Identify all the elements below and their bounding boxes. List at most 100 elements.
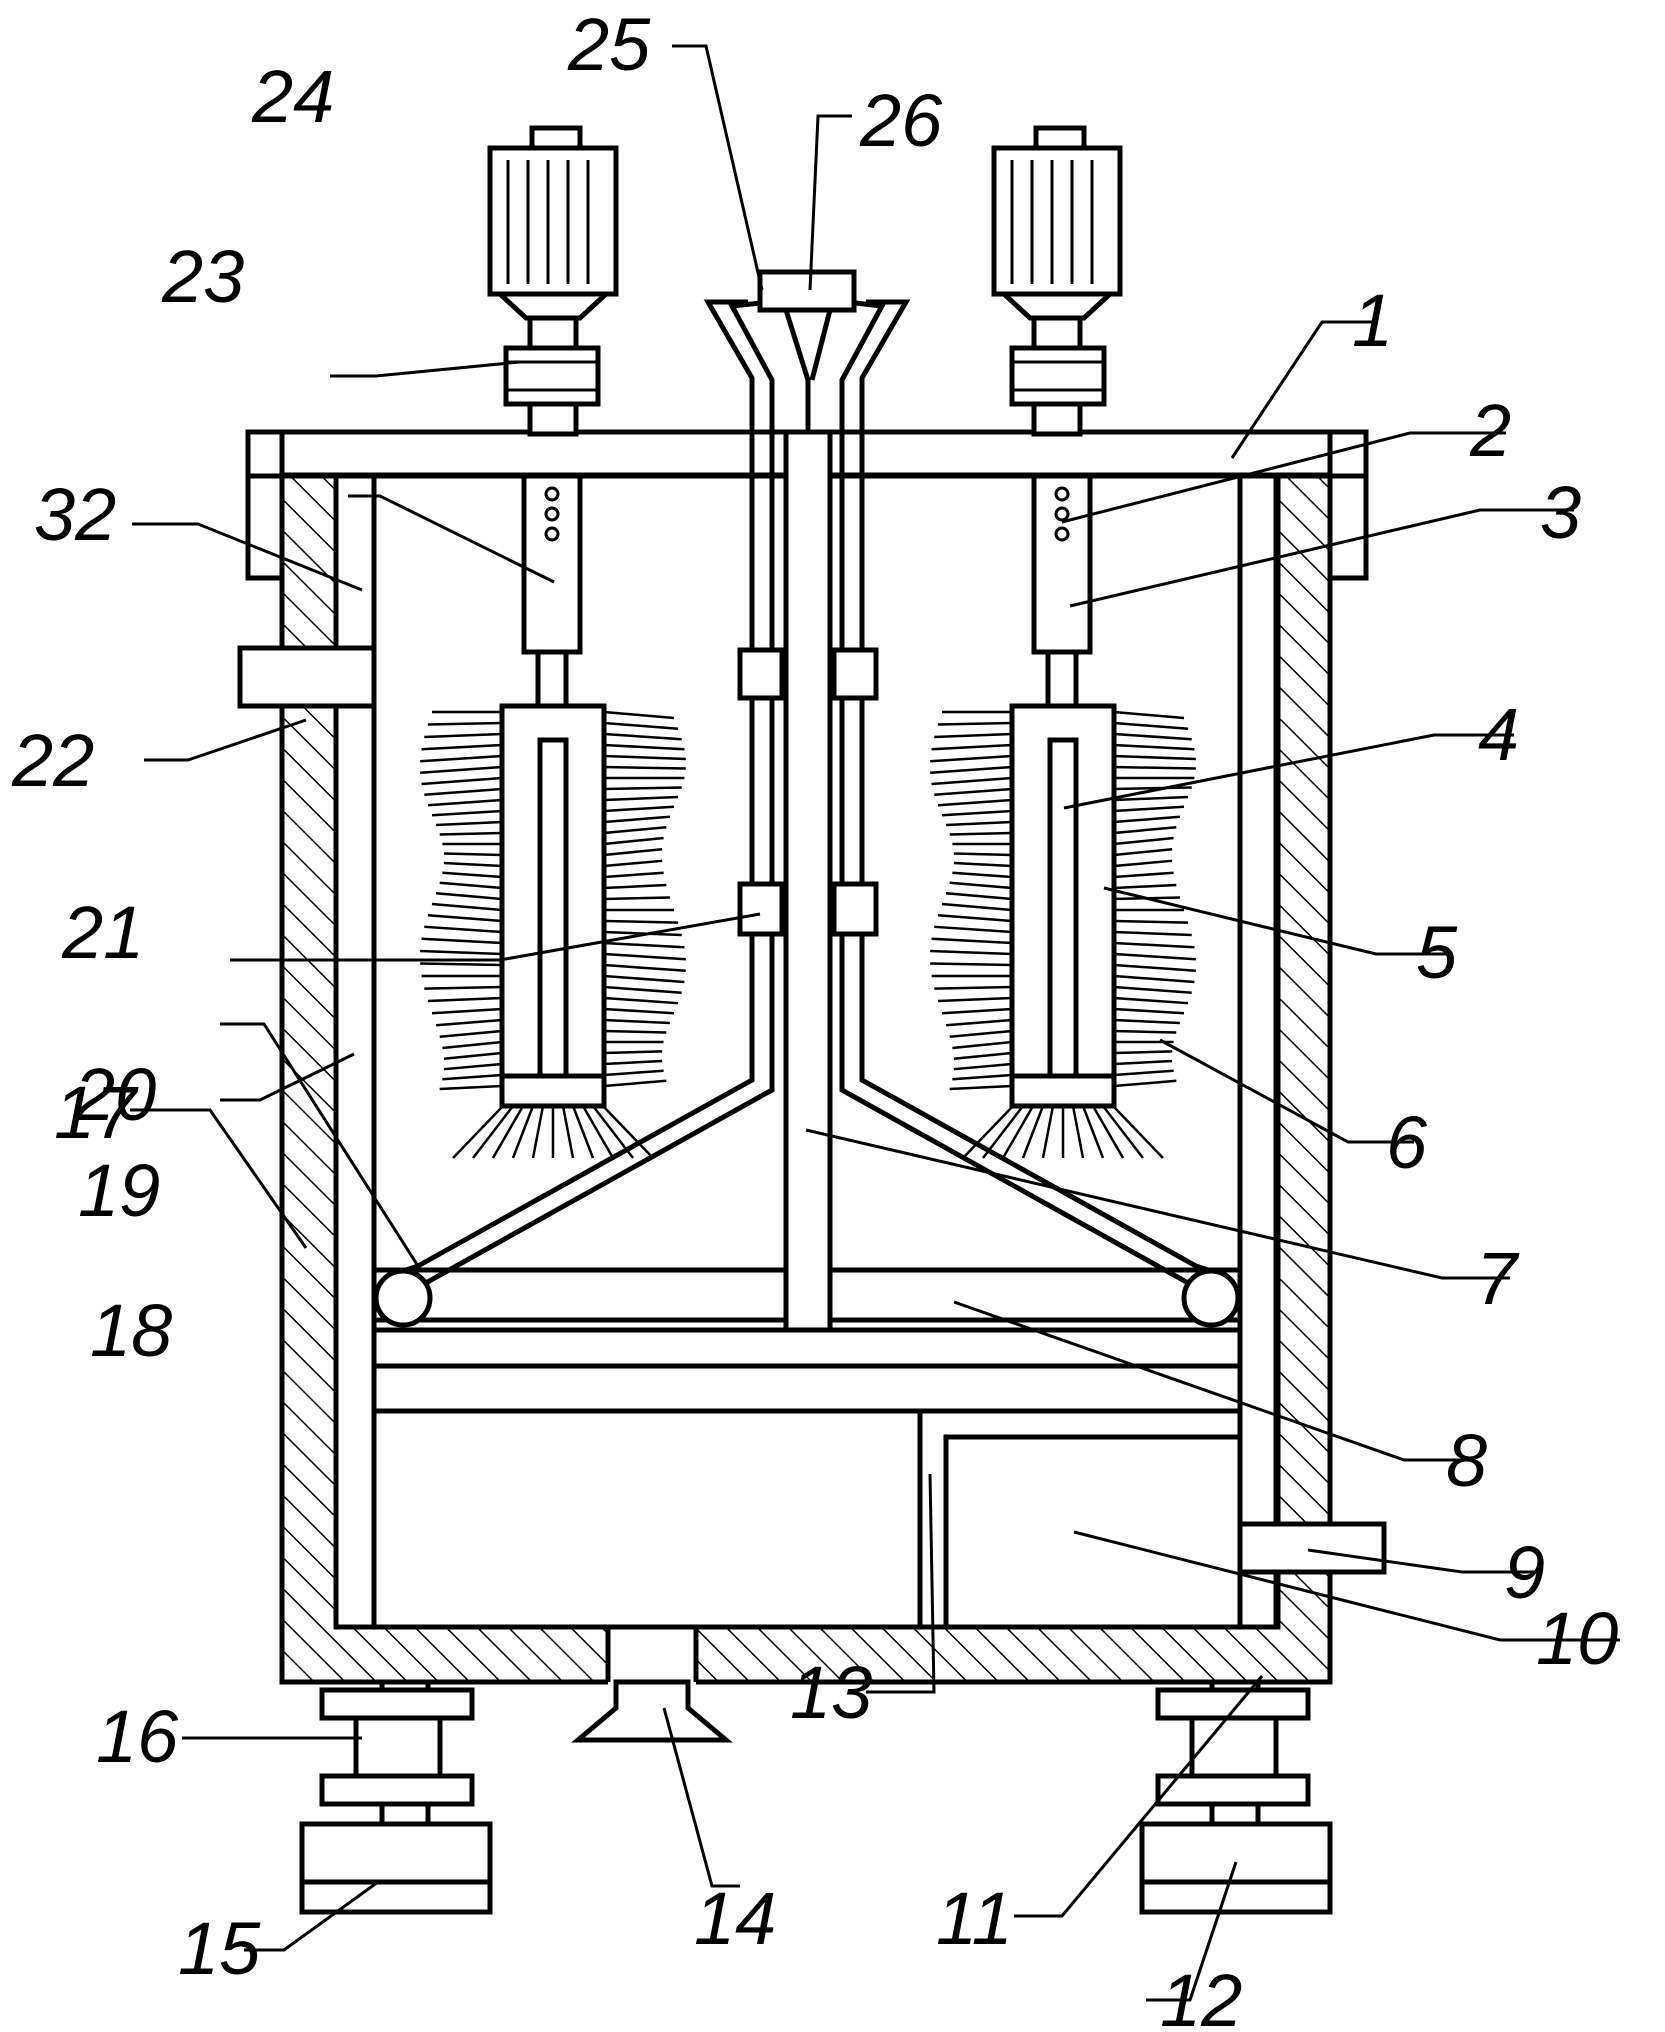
left-bristle-right — [603, 919, 679, 924]
right-bristle-left — [941, 902, 1013, 912]
right-bristle-right — [1113, 710, 1185, 720]
left-bristle-bottom — [561, 1105, 575, 1159]
label-15: 15 — [178, 1907, 261, 1990]
collection-chamber — [371, 1408, 923, 1630]
right-bristle-left — [931, 937, 1013, 945]
central-shaft — [783, 429, 833, 1333]
right-bristle-left — [953, 852, 1013, 857]
left-bristle-left — [442, 871, 503, 879]
right-motor — [991, 145, 1123, 297]
right-bristle-right — [1113, 919, 1189, 924]
left-bristle-right — [603, 795, 679, 802]
left-bristle-right — [603, 815, 670, 824]
settling-chamber — [943, 1434, 1243, 1630]
left-bristle-left — [420, 962, 503, 967]
left-bristle-right — [603, 859, 663, 868]
left-bristle-left — [436, 820, 503, 827]
left-bristle-left — [420, 754, 503, 763]
left-bristle-left — [443, 1062, 503, 1071]
left-bristle-bottom — [452, 1105, 504, 1159]
left-bristle-right — [603, 974, 685, 984]
right-bristle-bottom — [1071, 1105, 1085, 1159]
right-bristle-left — [937, 996, 1013, 1003]
right-bristle-left — [952, 1073, 1013, 1081]
right-bristle-right — [1113, 930, 1192, 937]
left-brush-assembly — [487, 125, 619, 1109]
right-bristle-left — [937, 798, 1013, 807]
left-bristle-left — [442, 1040, 503, 1050]
left-bristle-left — [443, 852, 503, 857]
right-bristle-right — [1113, 871, 1174, 879]
left-bristle-right — [603, 871, 664, 879]
brush-bristles — [420, 710, 1196, 1159]
spray-pipe-right-inner — [839, 299, 1192, 1287]
left-support-leg — [299, 1679, 493, 1915]
label-20: 20 — [73, 1053, 156, 1136]
left-bristle-right — [603, 786, 682, 791]
left-bristle-right — [603, 1069, 664, 1077]
right-bristle-left — [930, 962, 1013, 967]
plate-guide — [371, 1327, 1243, 1369]
left-bristle-right — [603, 825, 667, 835]
spray-pipe-left — [402, 299, 755, 1274]
left-bristle-left — [439, 1029, 503, 1039]
right-bristle-left — [930, 754, 1013, 763]
clamp-left-1 — [737, 647, 785, 701]
right-bristle-left — [941, 1007, 1013, 1015]
left-bristle-right — [603, 1059, 663, 1066]
right-bristle-left — [937, 721, 1013, 726]
left-bristle-left — [431, 809, 503, 817]
label-1: 1 — [1352, 279, 1393, 362]
left-bristle-left — [443, 1051, 503, 1061]
left-bristle-left — [424, 787, 503, 797]
left-bristle-right — [603, 996, 679, 1005]
right-adjust-rod — [1031, 473, 1093, 655]
right-bristle-left — [949, 881, 1013, 890]
label-2: 2 — [1469, 389, 1511, 472]
left-bristle-right — [603, 963, 686, 973]
spray-pipe-left-inner — [422, 299, 775, 1287]
right-brush-assembly — [991, 125, 1123, 1109]
left-coupling — [503, 345, 601, 407]
right-bristle-left — [949, 1084, 1013, 1091]
insulation-right — [1237, 472, 1281, 1630]
left-bristle-left — [442, 1073, 503, 1081]
left-bristle-left — [443, 861, 503, 868]
drain-funnel — [571, 1679, 733, 1743]
left-bristle-bottom — [491, 1105, 525, 1159]
right-bristle-bottom — [1081, 1105, 1105, 1159]
left-bristle-left — [435, 891, 503, 901]
right-bristle-bottom — [1021, 1105, 1045, 1159]
left-bristle-right — [603, 743, 685, 751]
left-bristle-right — [603, 1079, 667, 1088]
right-bristle-right — [1113, 952, 1196, 961]
right-bristle-right — [1113, 1050, 1173, 1055]
right-bristle-left — [952, 1040, 1013, 1050]
right-bristle-right — [1113, 859, 1173, 868]
right-bristle-right — [1113, 1079, 1177, 1088]
right-foot — [1139, 1821, 1333, 1915]
label-7: 7 — [1476, 1237, 1520, 1320]
left-bristle-left — [421, 776, 503, 786]
right-bristle-right — [1113, 847, 1173, 857]
right-bristle-left — [952, 871, 1013, 879]
right-bristle-left — [945, 891, 1013, 901]
left-bristle-right — [603, 754, 686, 761]
right-bristle-right — [1113, 941, 1195, 949]
right-bristle-right — [1113, 985, 1192, 995]
right-bristle-right — [1113, 1059, 1173, 1066]
left-adjust-rod — [521, 473, 583, 655]
clamp-right-1 — [831, 647, 879, 701]
spray-pipe-right — [859, 299, 1212, 1274]
right-bristle-bottom — [1041, 1105, 1055, 1159]
label-10: 10 — [1536, 1597, 1618, 1680]
right-bristle-right — [1113, 805, 1185, 813]
left-bristle-left — [424, 985, 503, 990]
right-bristle-right — [1113, 795, 1189, 802]
right-bristle-right — [1113, 721, 1189, 731]
left-bristle-right — [603, 883, 667, 890]
right-bristle-right — [1113, 974, 1195, 984]
label-18: 18 — [90, 1289, 172, 1372]
right-bristle-left — [941, 809, 1013, 817]
